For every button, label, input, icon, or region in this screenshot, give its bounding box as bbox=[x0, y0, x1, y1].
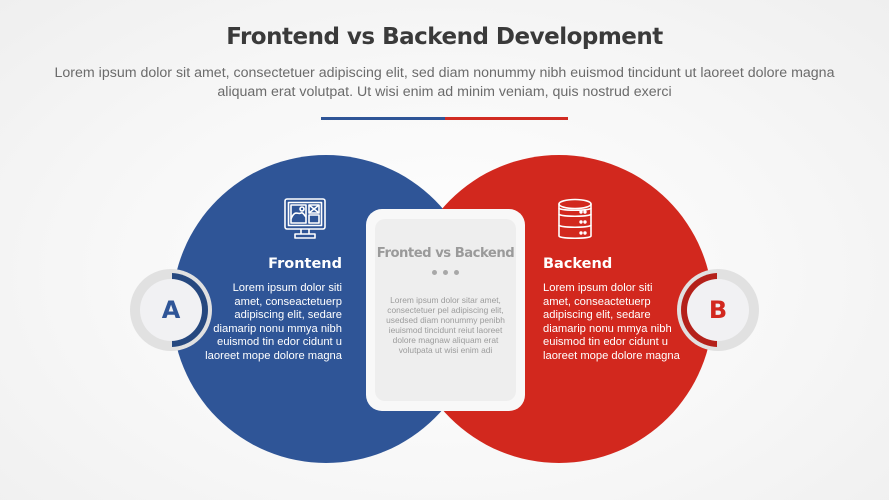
comparison-card-text: Lorem ipsum dolor sitar amet, consectetu… bbox=[386, 295, 505, 355]
dot bbox=[454, 270, 459, 275]
badge-a: A bbox=[140, 279, 202, 341]
frontend-description: Lorem ipsum dolor siti amet, conseactetu… bbox=[205, 282, 342, 362]
title-underline-red bbox=[445, 117, 568, 120]
monitor-icon bbox=[283, 197, 327, 241]
database-icon bbox=[556, 198, 594, 242]
badge-b: B bbox=[687, 279, 749, 341]
backend-title: Backend bbox=[543, 256, 613, 272]
comparison-card-dots bbox=[366, 270, 525, 275]
dot bbox=[432, 270, 437, 275]
page-title: Frontend vs Backend Development bbox=[226, 24, 663, 50]
comparison-card-title: Fronted vs Backend bbox=[376, 246, 515, 261]
comparison-card-inner bbox=[375, 219, 516, 401]
frontend-title: Frontend bbox=[268, 256, 342, 272]
title-underline-blue bbox=[321, 117, 445, 120]
dot bbox=[443, 270, 448, 275]
page-subtitle: Lorem ipsum dolor sit amet, consectetuer… bbox=[54, 65, 835, 100]
backend-description: Lorem ipsum dolor siti amet, conseactetu… bbox=[543, 282, 680, 362]
